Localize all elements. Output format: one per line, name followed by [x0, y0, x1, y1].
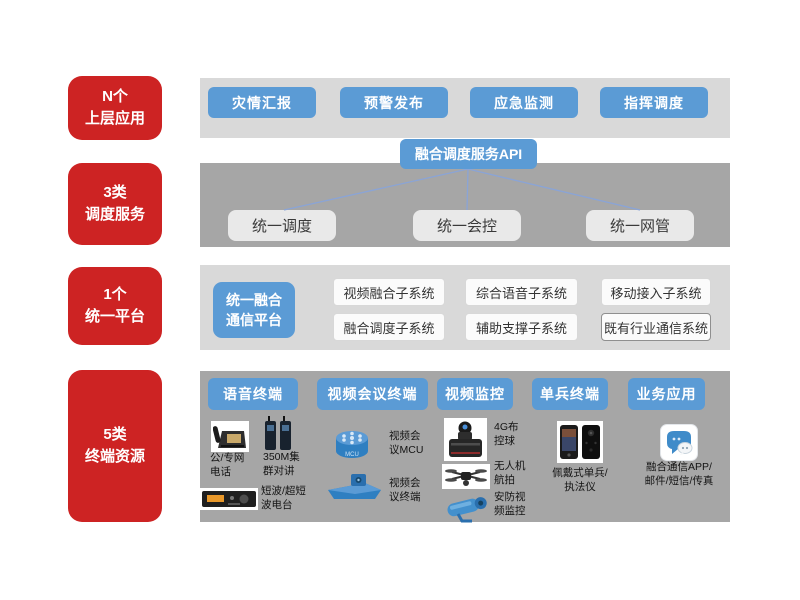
rail-box-line1: 1个	[103, 286, 127, 304]
drone-icon	[442, 464, 490, 489]
service-node-unified-network-management: 统一网管	[586, 210, 694, 241]
terminal-item-label: 安防视 频监控	[494, 491, 526, 517]
terminal-header-video-conference: 视频会议终端	[317, 378, 428, 410]
terminal-item-label: 短波/超短 波电台	[261, 485, 306, 511]
terminal-item-label: 无人机 航拍	[494, 460, 526, 486]
terminal-item-label: 4G布 控球	[494, 421, 519, 447]
rail-box-unified-platform: 1个 统一平台	[68, 267, 162, 345]
terminal-header-video-surveillance: 视频监控	[437, 378, 513, 410]
platform-node: 统一融合 通信平台	[213, 282, 295, 338]
rail-box-line2: 调度服务	[84, 206, 145, 223]
svg-text:MCU: MCU	[345, 452, 359, 458]
rail-box-line2: 上层应用	[84, 110, 145, 127]
cctv-camera-icon	[444, 494, 491, 523]
terminal-header-voice: 语音终端	[208, 378, 298, 410]
subsystem-node-video-fusion: 视频融合子系统	[333, 278, 445, 306]
radio-station-icon	[200, 488, 258, 510]
walkie-talkie-icon	[264, 416, 294, 452]
app-node-disaster-report: 灾情汇报	[208, 87, 316, 118]
app-node-emergency-monitoring: 应急监测	[470, 87, 578, 118]
subsystem-node-mobile-access: 移动接入子系统	[601, 278, 711, 306]
terminal-header-business-apps: 业务应用	[628, 378, 705, 410]
subsystem-node-auxiliary-support: 辅助支撑子系统	[465, 313, 578, 341]
terminal-item-label: 佩戴式单兵/ 执法仪	[552, 467, 608, 493]
rail-box-dispatch-services: 3类 调度服务	[68, 163, 162, 245]
rail-box-line1: 3类	[103, 184, 127, 202]
app-node-warning-release: 预警发布	[340, 87, 448, 118]
terminal-item-label: 融合通信APP/ 邮件/短信/传真	[644, 461, 714, 487]
subsystem-node-fusion-dispatch: 融合调度子系统	[333, 313, 445, 341]
video-conference-terminal-icon	[325, 470, 383, 502]
api-node: 融合调度服务API	[400, 139, 537, 169]
terminal-item-label: 视频会 议终端	[389, 477, 421, 503]
mcu-icon: MCU	[334, 428, 370, 460]
terminal-header-individual: 单兵终端	[532, 378, 608, 410]
desk-phone-icon	[211, 421, 249, 452]
rail-box-line1: N个	[102, 88, 128, 106]
body-worn-camera-icon	[557, 421, 603, 463]
subsystem-node-integrated-voice: 综合语音子系统	[465, 278, 578, 306]
rail-box-line1: 5类	[103, 426, 127, 444]
terminal-item-label: 视频会 议MCU	[389, 430, 424, 456]
terminal-item-label: 公/专网 电话	[210, 452, 245, 478]
ptz-ball-camera-icon	[444, 418, 487, 461]
rail-box-terminal-resources: 5类 终端资源	[68, 370, 162, 522]
rail-box-applications: N个 上层应用	[68, 76, 162, 140]
service-node-unified-conference-control: 统一会控	[413, 210, 521, 241]
subsystem-node-existing-industry-comms: 既有行业通信系统	[601, 313, 711, 341]
app-node-command-dispatch: 指挥调度	[600, 87, 708, 118]
chat-app-icon	[660, 424, 698, 461]
rail-box-line2: 终端资源	[84, 448, 145, 465]
terminal-item-label: 350M集 群对讲	[263, 451, 300, 477]
rail-box-line2: 统一平台	[84, 308, 145, 325]
service-node-unified-dispatch: 统一调度	[228, 210, 336, 241]
